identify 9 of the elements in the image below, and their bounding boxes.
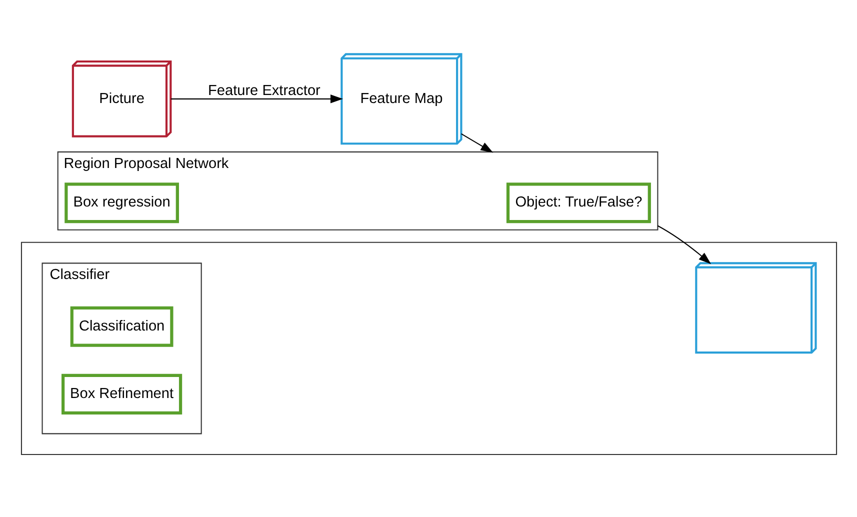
- arrow: [656, 225, 711, 264]
- arrow: [170, 94, 342, 104]
- node-box: Classification: [70, 306, 173, 347]
- node-box: Object: True/False?: [506, 182, 650, 224]
- node-box: Box regression: [64, 182, 178, 224]
- arrow: [460, 133, 493, 153]
- edge-label: Feature Extractor: [208, 82, 320, 99]
- node-box: Box Refinement: [61, 374, 182, 414]
- cluster: [20, 242, 837, 455]
